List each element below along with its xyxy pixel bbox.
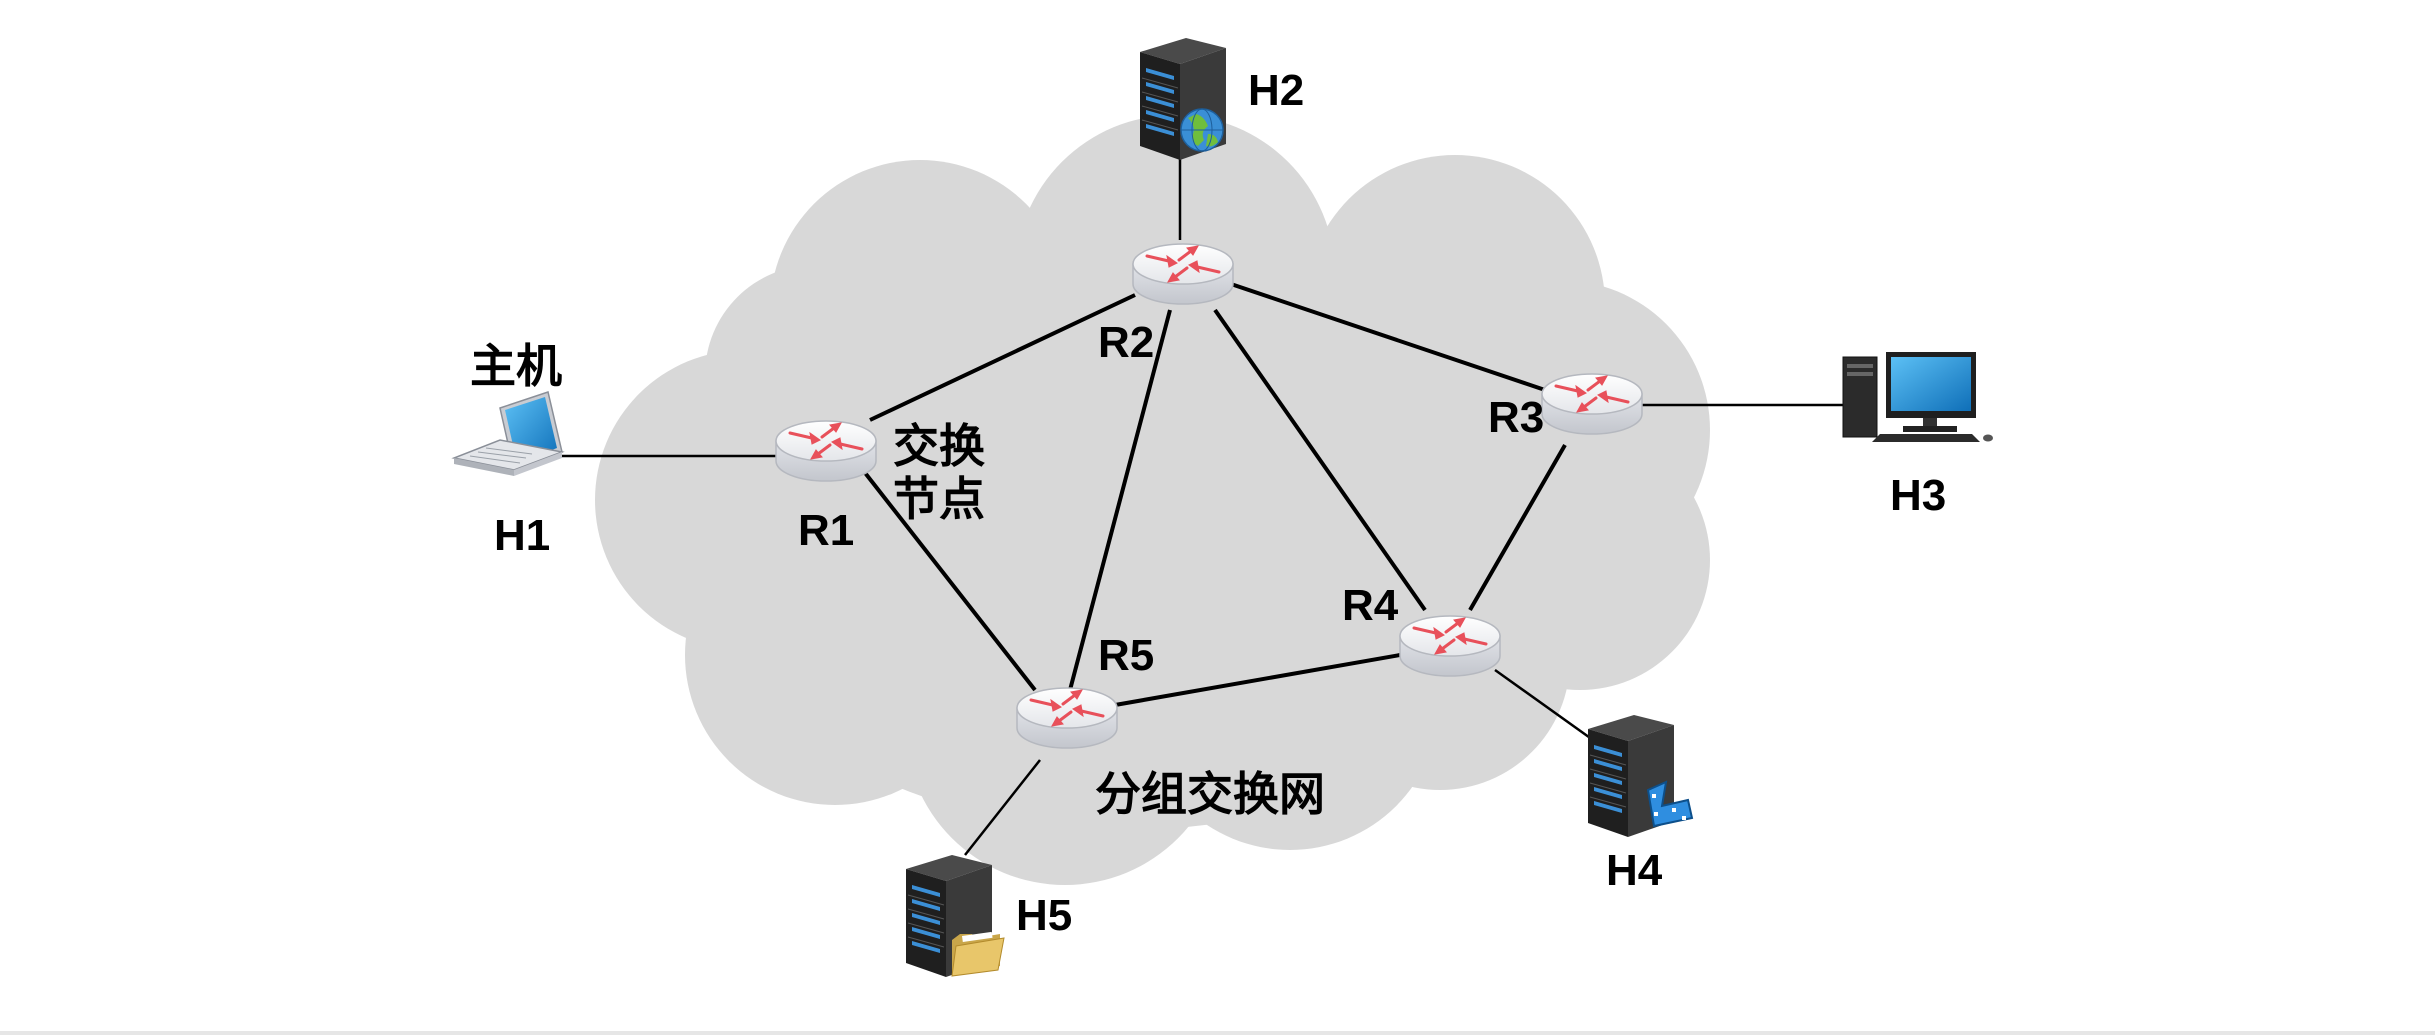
host-h2: H2 — [1139, 37, 1304, 161]
router-label-r3: R3 — [1488, 393, 1544, 442]
router-r5 — [1015, 686, 1119, 750]
router-r3 — [1540, 372, 1644, 436]
router-label-r2: R2 — [1098, 318, 1154, 367]
router-icon — [1131, 242, 1235, 306]
host-links — [562, 148, 1845, 856]
router-r4 — [1398, 614, 1502, 678]
host-h5: H5 — [905, 854, 1072, 978]
router-icon — [1398, 614, 1502, 678]
cloud-label: 分组交换网 — [1095, 767, 1325, 821]
host-h4: H4 — [1587, 714, 1694, 895]
router-links — [853, 280, 1567, 707]
host-label-h3: H3 — [1890, 471, 1946, 520]
router-label-r4: R4 — [1342, 581, 1399, 630]
link-r2-r3 — [1224, 280, 1546, 392]
host-h3: H3 — [1842, 352, 1993, 520]
router-icon — [1015, 686, 1119, 750]
link-r2-r5 — [1068, 309, 1172, 691]
folder-icon — [951, 931, 1005, 977]
switch-node-label-line2: 节点 — [893, 472, 985, 526]
router-r1 — [774, 419, 878, 483]
link-r3-r4 — [1468, 444, 1567, 611]
link-r2-r4 — [1213, 308, 1427, 612]
link-r1-r2 — [869, 293, 1136, 422]
host-label-h5: H5 — [1016, 891, 1072, 940]
host-label-h2: H2 — [1248, 66, 1304, 115]
link-h5-r5 — [964, 759, 1041, 856]
globe-icon — [1180, 108, 1224, 152]
desktop-computer-icon — [1842, 352, 1993, 442]
host-h1: 主机 H1 — [451, 339, 565, 560]
bottom-border — [0, 1031, 2435, 1035]
host-label: 主机 — [470, 339, 562, 393]
router-label-r1: R1 — [798, 506, 854, 555]
router-label-r5: R5 — [1098, 631, 1154, 680]
switch-node-label-line1: 交换 — [893, 419, 985, 473]
link-r1-r5 — [853, 458, 1037, 692]
router-icon — [774, 419, 878, 483]
link-r4-r5 — [1114, 653, 1401, 707]
laptop-icon — [451, 391, 565, 476]
router-r2 — [1131, 242, 1235, 306]
link-h4-r4 — [1494, 668, 1601, 747]
router-icon — [1540, 372, 1644, 436]
host-label-h4: H4 — [1606, 846, 1663, 895]
film-strip-icon — [1646, 780, 1694, 828]
host-label-h1: H1 — [494, 511, 550, 560]
